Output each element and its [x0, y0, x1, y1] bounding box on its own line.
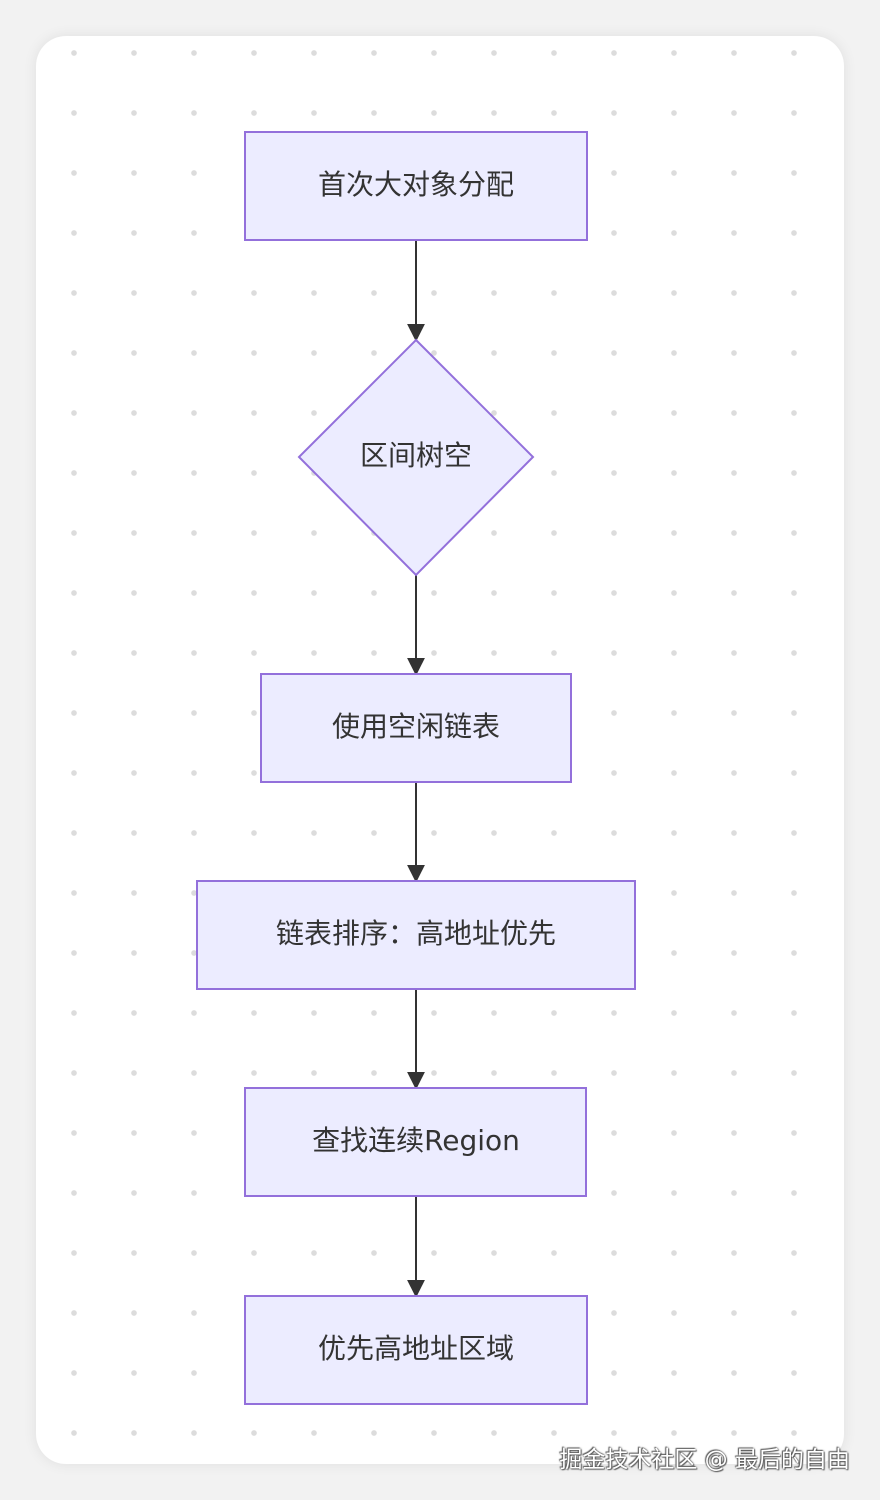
node-label: 查找连续Region: [312, 1124, 520, 1157]
node-label: 使用空闲链表: [332, 710, 500, 743]
node-prefer-high-address-area: 优先高地址区域: [244, 1295, 588, 1405]
node-label: 区间树空: [360, 439, 472, 472]
node-label: 首次大对象分配: [318, 168, 514, 201]
node-label: 优先高地址区域: [318, 1332, 514, 1365]
node-label: 链表排序：高地址优先: [276, 917, 556, 950]
node-first-large-object-allocation: 首次大对象分配: [244, 131, 588, 241]
node-use-free-list: 使用空闲链表: [260, 673, 572, 783]
node-sort-list-high-address-first: 链表排序：高地址优先: [196, 880, 636, 990]
decision-interval-tree-empty: 区间树空: [297, 338, 535, 577]
watermark: 掘金技术社区 @ 最后的自由: [559, 1447, 850, 1473]
node-find-contiguous-region: 查找连续Region: [244, 1087, 587, 1197]
